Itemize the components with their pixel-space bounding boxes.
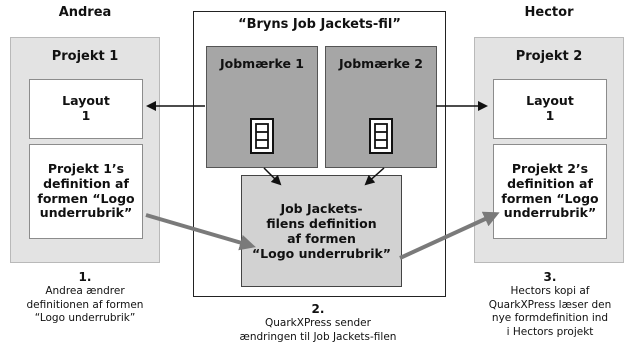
job-tag-2: Jobmærke 2 — [325, 46, 437, 168]
person-name-hector: Hector — [524, 5, 574, 20]
caption-step-1-text: Andrea ændrer definitionen af formen “Lo… — [26, 285, 144, 325]
project-2-title: Projekt 2 — [515, 49, 583, 64]
project-1-title: Projekt 1 — [51, 49, 119, 64]
job-jackets-file-panel: “Bryns Job Jackets-fil” Jobmærke 1 Jobmæ… — [193, 11, 446, 297]
project-1-layout-box: Layout 1 — [29, 79, 143, 139]
document-icon — [369, 118, 393, 154]
arrow-tag1-to-definition — [263, 167, 282, 186]
job-jackets-definition-box: Job Jackets- filens definition af formen… — [241, 175, 402, 287]
arrow-tag2-to-definition — [364, 167, 385, 186]
arrow-step3-read-definition — [399, 211, 500, 260]
project-1-panel: Projekt 1 Layout 1 Projekt 1’s definitio… — [10, 37, 160, 263]
caption-step-2-text: QuarkXPress sender ændringen til Job Jac… — [239, 317, 397, 343]
arrow-step1-send-change — [145, 213, 256, 251]
document-icon — [250, 118, 274, 154]
caption-step-1-number: 1. — [78, 270, 92, 284]
caption-step-3-text: Hectors kopi af QuarkXPress læser den ny… — [488, 285, 612, 338]
caption-step-3: 3. Hectors kopi af QuarkXPress læser den… — [470, 270, 630, 339]
caption-step-2-number: 2. — [311, 302, 325, 316]
job-tag-1: Jobmærke 1 — [206, 46, 318, 168]
project-2-layout-box: Layout 1 — [493, 79, 607, 139]
person-name-andrea: Andrea — [58, 5, 112, 20]
caption-step-2: 2. QuarkXPress sender ændringen til Job … — [210, 302, 426, 344]
caption-step-3-number: 3. — [543, 270, 557, 284]
job-tag-1-label: Jobmærke 1 — [220, 56, 304, 71]
job-tag-2-label: Jobmærke 2 — [339, 56, 423, 71]
project-2-definition-box: Projekt 2’s definition af formen “Logo u… — [493, 144, 607, 239]
caption-step-1: 1. Andrea ændrer definitionen af formen … — [5, 270, 165, 326]
job-jackets-file-title: “Bryns Job Jackets-fil” — [238, 17, 401, 32]
project-1-definition-box: Projekt 1’s definition af formen “Logo u… — [29, 144, 143, 239]
